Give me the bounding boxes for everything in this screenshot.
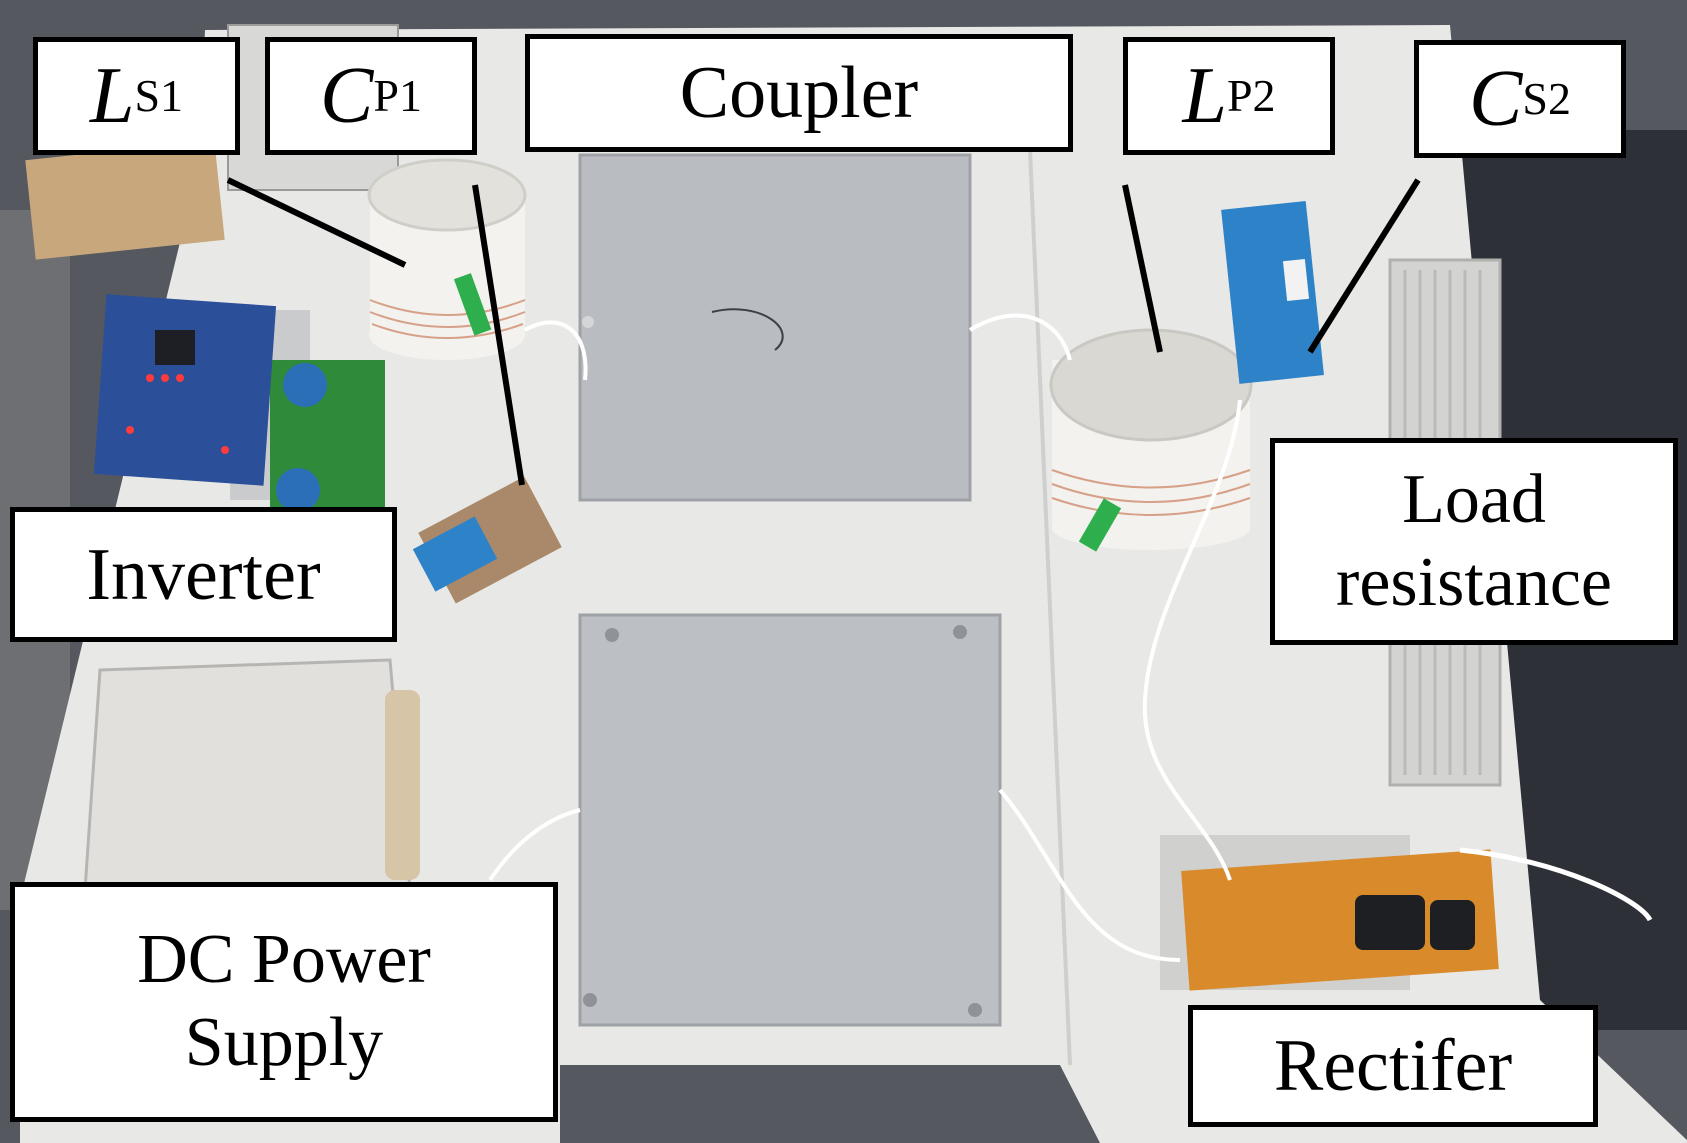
leader-line-ls1 (226, 177, 407, 268)
led (221, 446, 229, 454)
plate-screw (582, 316, 594, 328)
label-rectifier: Rectifer (1188, 1005, 1598, 1127)
label-dc-power-supply: DC Power Supply (10, 882, 558, 1122)
wire (488, 808, 581, 882)
plate-screw (953, 625, 967, 639)
leader-line-cp1 (472, 184, 525, 486)
label-inverter-text: Inverter (86, 533, 321, 616)
label-cs2-symbol: C (1469, 55, 1523, 143)
led (161, 374, 169, 382)
label-cs2-subscript: S2 (1522, 73, 1571, 124)
capacitor-bank-cs2 (1221, 200, 1324, 384)
coil-lp2-top (1049, 328, 1253, 442)
blue-inductor (283, 363, 327, 407)
green-tape (1078, 498, 1122, 552)
leader-line-lp2 (1122, 184, 1163, 353)
label-inverter: Inverter (10, 507, 397, 642)
label-coupler-text: Coupler (679, 52, 919, 134)
wire (1459, 847, 1653, 922)
label-ls1-symbol: L (89, 52, 135, 140)
blue-inductor (276, 468, 320, 512)
label-rectifier-text: Rectifer (1273, 1025, 1513, 1107)
table-seam (1028, 149, 1072, 1066)
coil-ls1-winding (369, 299, 526, 339)
label-cp1-subscript: P1 (373, 70, 422, 121)
wire (998, 788, 1181, 962)
label-dc-power-supply-text: DC Power Supply (137, 921, 431, 1081)
rectifier-capacitor (1355, 895, 1425, 950)
capacitor-bank-cp1 (412, 516, 498, 592)
capacitor-label (1282, 258, 1310, 302)
inverter-control-board (93, 294, 277, 486)
coupler-plate-bottom (578, 613, 1002, 1027)
leader-line-cs2 (1307, 178, 1421, 354)
coil-lp2-bottom (1052, 506, 1250, 550)
label-load-resistance: Load resistance (1270, 438, 1678, 645)
label-lp2-subscript: P2 (1226, 70, 1276, 121)
label-cp1-symbol: C (320, 52, 374, 140)
dc-supply-handle (385, 690, 420, 880)
wire (1142, 399, 1242, 881)
plate-screw (968, 1003, 982, 1017)
plate-screw (605, 628, 619, 642)
coil-ls1-top (367, 158, 527, 232)
inverter-chip (155, 330, 195, 365)
rectifier-board (1181, 849, 1499, 991)
green-tape (453, 273, 492, 336)
dc-supply-case (83, 658, 412, 892)
label-coupler: Coupler (525, 34, 1073, 152)
wire (968, 313, 1072, 361)
coupler-plate-top (578, 153, 972, 502)
label-lp2-symbol: L (1182, 52, 1227, 140)
led (176, 374, 184, 382)
coil-lp2-winding (1051, 469, 1251, 516)
rectifier-capacitor (1430, 900, 1475, 950)
led (146, 374, 154, 382)
plate-scratch (711, 308, 784, 351)
plate-screw (583, 993, 597, 1007)
wire (524, 320, 588, 381)
label-load-resistance-text: Load resistance (1336, 460, 1612, 621)
led (126, 426, 134, 434)
cardboard-box (25, 140, 225, 260)
label-ls1-subscript: S1 (134, 70, 184, 121)
